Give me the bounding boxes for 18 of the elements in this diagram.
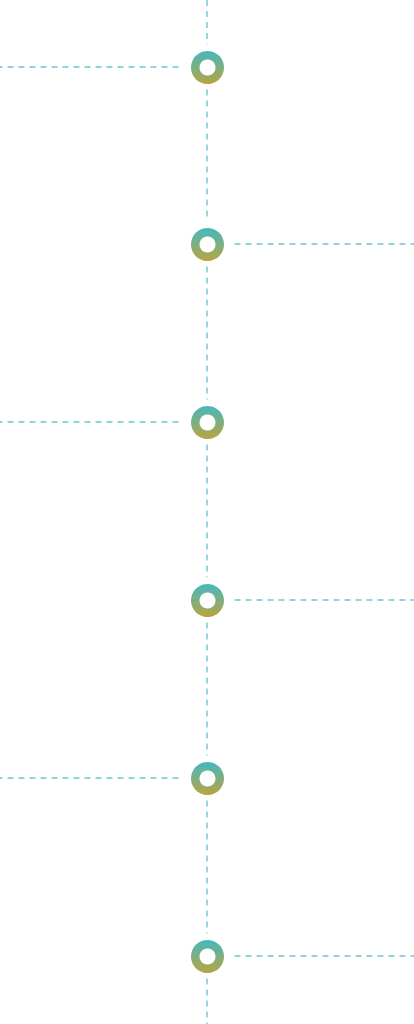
ring-marker <box>190 939 224 973</box>
dashed-line <box>0 66 180 68</box>
dashed-line <box>233 599 414 601</box>
dashed-line <box>206 265 208 401</box>
dashed-line <box>0 421 180 423</box>
ring-marker <box>190 50 224 84</box>
ring-marker <box>190 405 224 439</box>
dashed-line <box>233 243 414 245</box>
ring-marker <box>190 583 224 617</box>
dashed-line <box>206 977 208 1024</box>
dashed-line <box>206 799 208 935</box>
ring-marker <box>190 227 224 261</box>
ring-marker <box>190 761 224 795</box>
dashed-line <box>206 443 208 579</box>
dashed-line <box>0 777 180 779</box>
dashed-line <box>206 0 208 46</box>
dashed-line <box>233 955 414 957</box>
dashed-line <box>206 621 208 757</box>
